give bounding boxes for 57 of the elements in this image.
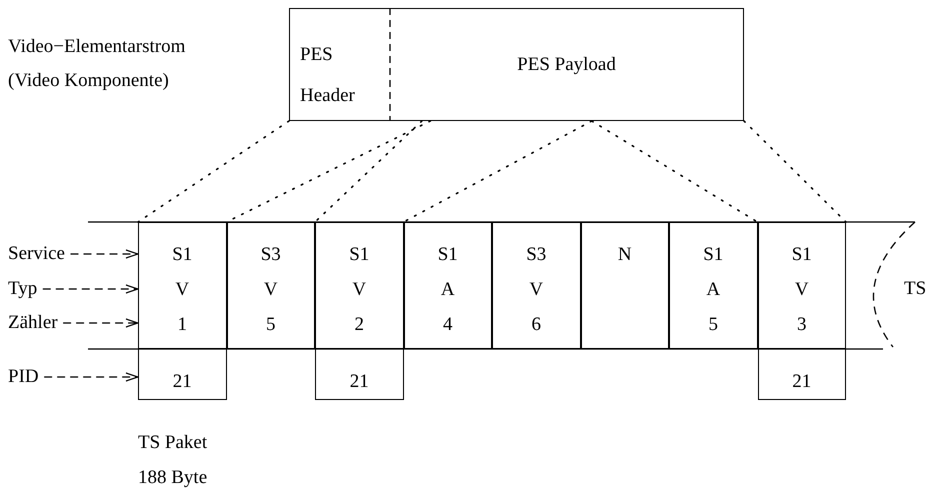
row-label: Zähler xyxy=(8,312,58,334)
row-label: Service xyxy=(8,243,65,265)
payload-label: PES Payload xyxy=(516,54,617,76)
type-code: V xyxy=(529,279,544,301)
arrow xyxy=(62,318,139,328)
ts-packet-cell xyxy=(492,222,580,349)
ts-packet-cell xyxy=(758,222,846,349)
pid-box xyxy=(138,349,226,400)
service-id: S3 xyxy=(260,244,281,266)
service-id: S1 xyxy=(438,244,458,266)
counter-value: 3 xyxy=(797,314,806,336)
service-id: S1 xyxy=(172,244,192,266)
ts-packet-cell xyxy=(138,222,226,349)
counter-value: 6 xyxy=(532,314,541,336)
ts-packet-cell xyxy=(315,222,404,349)
row-label: PID xyxy=(8,366,39,388)
stream-subtitle: (Video Komponente) xyxy=(8,70,169,92)
pid-value: 21 xyxy=(172,371,192,393)
ts-packet-cell xyxy=(580,222,669,349)
type-code: V xyxy=(264,279,278,301)
ts-packet-cell xyxy=(226,222,315,349)
counter-value: 4 xyxy=(443,314,452,336)
arrow xyxy=(42,284,139,294)
type-code: A xyxy=(440,279,455,301)
service-id: S3 xyxy=(526,244,546,266)
counter-value: 1 xyxy=(178,314,187,336)
counter-value: 5 xyxy=(266,314,276,336)
header-label: PES Header xyxy=(300,43,356,108)
pid-box xyxy=(758,349,846,400)
service-id: S1 xyxy=(703,244,724,266)
leader-line xyxy=(402,120,593,223)
row-label: Typ xyxy=(8,278,38,300)
service-id: S1 xyxy=(349,244,370,266)
pes-payload-box xyxy=(390,8,744,121)
pid-box xyxy=(315,349,404,400)
arrow xyxy=(44,372,139,382)
stream-label: TS xyxy=(904,278,926,300)
type-code: A xyxy=(706,279,720,301)
pid-value: 21 xyxy=(350,371,369,393)
type-code: V xyxy=(352,279,366,301)
type-code: V xyxy=(794,279,809,301)
leader-line xyxy=(590,120,758,223)
counter-value: 5 xyxy=(708,314,718,336)
leader-line xyxy=(137,120,290,223)
type-code: V xyxy=(175,279,190,301)
null-packet-marker: N xyxy=(618,244,632,266)
ts-packet-cell xyxy=(669,222,758,349)
packet-size-note: TS Paket 188 Byte xyxy=(138,431,208,490)
service-id: S1 xyxy=(792,244,812,266)
stream-title: Video−Elementarstrom xyxy=(8,36,186,58)
pid-value: 21 xyxy=(792,371,812,393)
leader-line xyxy=(314,120,423,223)
arrow xyxy=(70,249,139,259)
ts-packet-cell xyxy=(404,222,492,349)
pes-header-box xyxy=(289,8,391,121)
leader-line xyxy=(743,120,847,223)
counter-value: 2 xyxy=(354,314,364,336)
